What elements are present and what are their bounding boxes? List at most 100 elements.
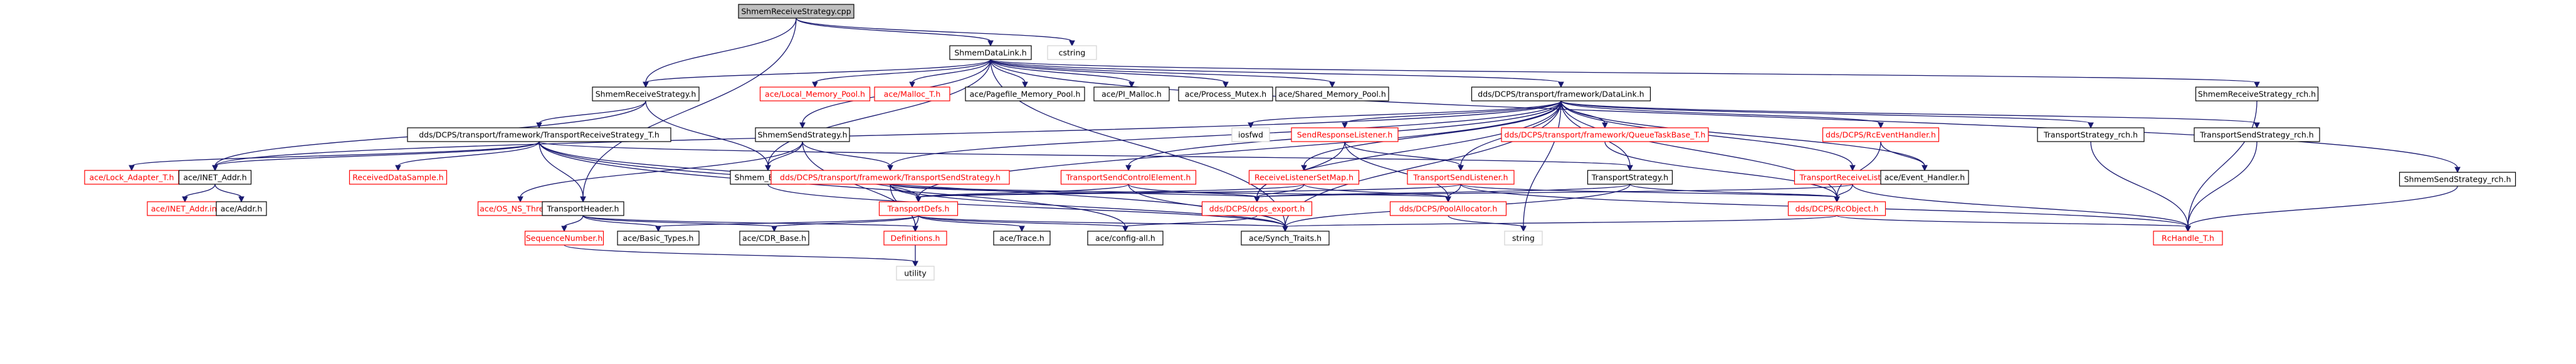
node-sss[interactable]: ShmemSendStrategy.h xyxy=(755,127,850,142)
edge-dl-datalink xyxy=(990,59,1562,83)
arrowhead xyxy=(915,196,922,203)
node-defs[interactable]: Definitions.h xyxy=(883,231,947,246)
node-basic[interactable]: ace/Basic_Types.h xyxy=(617,231,700,246)
node-pool[interactable]: dds/DCPS/PoolAllocator.h xyxy=(1389,201,1507,216)
node-box xyxy=(524,231,604,246)
arrowhead xyxy=(1458,165,1464,172)
edge-dl-pimalloc xyxy=(990,59,1132,83)
node-dl[interactable]: ShmemDataLink.h xyxy=(949,45,1032,60)
node-srl[interactable]: SendResponseListener.h xyxy=(1291,127,1399,142)
edge-trl-rch xyxy=(1852,184,2189,227)
node-tsce[interactable]: TransportSendControlElement.h xyxy=(1060,170,1197,185)
node-label: ace/PI_Malloc.h xyxy=(1101,90,1162,99)
edge-shmexp-synch xyxy=(767,184,1286,227)
node-label: ace/Addr.h xyxy=(221,204,263,214)
arrowhead xyxy=(238,196,244,203)
node-smp[interactable]: ace/Shared_Memory_Pool.h xyxy=(1275,86,1389,101)
arrowhead xyxy=(1627,165,1633,172)
node-label: SequenceNumber.h xyxy=(526,234,603,243)
edge-datalink-srl xyxy=(1344,100,1562,124)
node-seqnum[interactable]: SequenceNumber.h xyxy=(524,231,604,246)
node-malloc[interactable]: ace/Malloc_T.h xyxy=(874,86,950,101)
edge-trs-inet xyxy=(214,141,540,167)
node-root[interactable]: ShmemReceiveStrategy.cpp xyxy=(738,4,854,19)
node-label: ace/Event_Handler.h xyxy=(1885,173,1965,182)
edge-trs-rds xyxy=(397,141,540,167)
node-label: ace/Basic_Types.h xyxy=(623,234,694,243)
node-addr[interactable]: ace/Addr.h xyxy=(216,201,267,216)
arrowhead xyxy=(1022,81,1028,88)
node-datalink[interactable]: dds/DCPS/transport/framework/DataLink.h xyxy=(1471,86,1651,101)
node-trace[interactable]: ace/Trace.h xyxy=(993,231,1051,246)
node-box xyxy=(896,266,935,281)
arrowhead xyxy=(1301,165,1307,172)
node-srs_h[interactable]: ShmemReceiveStrategy.h xyxy=(592,86,700,101)
edge-datalink-ts_rch xyxy=(1560,100,2091,124)
node-cdr[interactable]: ace/CDR_Base.h xyxy=(739,231,809,246)
node-ts_rch[interactable]: TransportStrategy_rch.h xyxy=(2037,127,2145,142)
node-label: TransportDefs.h xyxy=(887,204,950,214)
edge-pool-string xyxy=(1448,215,1524,227)
edge-trl-rcobj xyxy=(1836,184,1853,198)
node-tss_rch[interactable]: TransportSendStrategy_rch.h xyxy=(2194,127,2320,142)
node-srs_rch[interactable]: ShmemReceiveStrategy_rch.h xyxy=(2195,86,2319,101)
edge-tdefs-synch xyxy=(918,215,1286,227)
node-label: ReceiveListenerSetMap.h xyxy=(1254,173,1354,182)
arrowhead xyxy=(655,226,661,232)
node-label: TransportReceiveListener.h xyxy=(1799,173,1906,182)
node-label: ace/Lock_Adapter_T.h xyxy=(89,173,174,182)
node-synch[interactable]: ace/Synch_Traits.h xyxy=(1241,231,1330,246)
node-osns[interactable]: ace/OS_NS_Thread.h xyxy=(477,201,564,216)
arrowhead xyxy=(1019,226,1025,232)
node-dcpsexp[interactable]: dds/DCPS/dcps_export.h xyxy=(1201,201,1313,216)
node-pfmp[interactable]: ace/Pagefile_Memory_Pool.h xyxy=(965,86,1085,101)
node-config[interactable]: ace/config-all.h xyxy=(1087,231,1164,246)
edge-root-srs_h xyxy=(645,18,797,83)
edge-sss-shmexp xyxy=(767,141,803,167)
node-rlsm[interactable]: ReceiveListenerSetMap.h xyxy=(1248,170,1360,185)
node-lat[interactable]: ace/Lock_Adapter_T.h xyxy=(84,170,179,185)
arrowhead xyxy=(1602,122,1608,129)
node-evh[interactable]: ace/Event_Handler.h xyxy=(1880,170,1969,185)
node-sss_rch[interactable]: ShmemSendStrategy_rch.h xyxy=(2399,172,2516,187)
node-inet[interactable]: ace/INET_Addr.h xyxy=(178,170,252,185)
node-reh[interactable]: dds/DCPS/RcEventHandler.h xyxy=(1822,127,1940,142)
node-tsl[interactable]: TransportSendListener.h xyxy=(1407,170,1515,185)
node-theader[interactable]: TransportHeader.h xyxy=(542,201,624,216)
node-qtb[interactable]: dds/DCPS/transport/framework/QueueTaskBa… xyxy=(1501,127,1709,142)
edge-tstrat-rcobj xyxy=(1629,184,1837,198)
node-tstrat[interactable]: TransportStrategy.h xyxy=(1587,170,1673,185)
edge-dl-srs_rch xyxy=(990,59,2258,83)
arrowhead xyxy=(1834,196,1840,203)
arrowhead xyxy=(129,165,135,172)
node-pmutex[interactable]: ace/Process_Mutex.h xyxy=(1178,86,1273,101)
node-box xyxy=(2194,127,2320,142)
node-rds[interactable]: ReceivedDataSample.h xyxy=(349,170,448,185)
node-tdefs[interactable]: TransportDefs.h xyxy=(878,201,959,216)
node-tss[interactable]: dds/DCPS/transport/framework/TransportSe… xyxy=(770,170,1010,185)
arrowhead xyxy=(1445,196,1451,203)
node-lmp[interactable]: ace/Local_Memory_Pool.h xyxy=(759,86,871,101)
node-label: iosfwd xyxy=(1238,130,1263,140)
node-inet_inl[interactable]: ace/INET_Addr.inl xyxy=(147,201,223,216)
node-trs[interactable]: dds/DCPS/transport/framework/TransportRe… xyxy=(407,127,671,142)
node-pimalloc[interactable]: ace/PI_Malloc.h xyxy=(1093,86,1170,101)
node-box xyxy=(1093,86,1170,101)
arrowhead xyxy=(1921,165,1928,172)
node-box xyxy=(738,4,854,19)
node-label: dds/DCPS/transport/framework/TransportSe… xyxy=(780,173,1001,182)
node-box xyxy=(1241,231,1330,246)
arrowhead xyxy=(536,122,542,129)
node-box xyxy=(759,86,871,101)
node-label: dds/DCPS/transport/framework/DataLink.h xyxy=(1478,90,1644,99)
edge-tss-synch xyxy=(890,184,1286,227)
edge-sss_rch-rch xyxy=(2187,185,2458,227)
edge-datalink-rlsm xyxy=(1303,100,1562,167)
node-box xyxy=(617,231,700,246)
edge-trs-tdefs xyxy=(539,141,919,198)
node-rcobj[interactable]: dds/DCPS/RcObject.h xyxy=(1787,201,1886,216)
edge-sss-tss xyxy=(802,141,891,167)
node-label: ace/Malloc_T.h xyxy=(884,90,941,99)
node-label: TransportSendStrategy_rch.h xyxy=(2199,130,2314,140)
node-rch[interactable]: RcHandle_T.h xyxy=(2153,231,2223,246)
